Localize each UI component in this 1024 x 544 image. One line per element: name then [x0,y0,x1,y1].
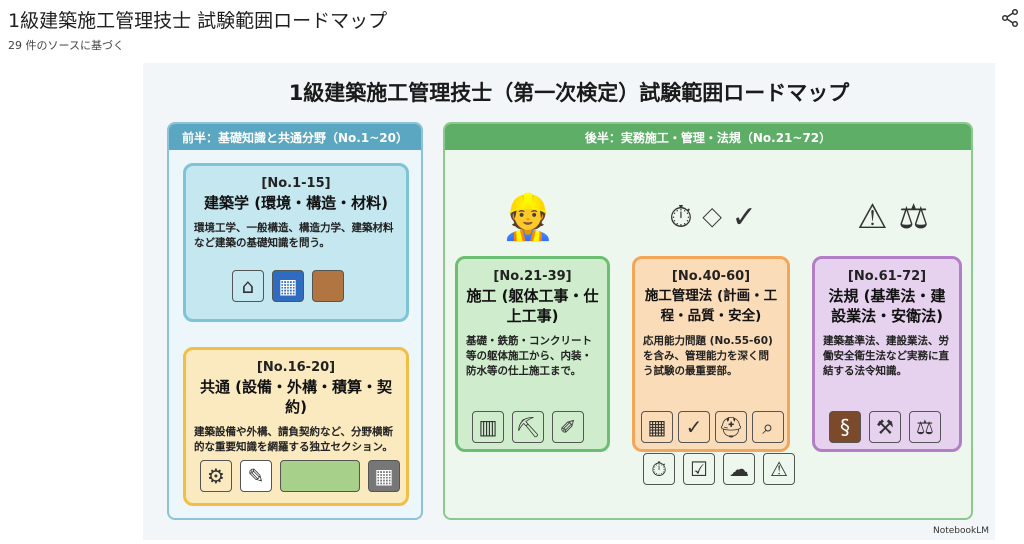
card-no16-20: [No.16-20] 共通 (設備・外構・積算・契約) 建築設備や外構、請負契約… [183,347,409,506]
card-no61-72: [No.61-72] 法規 (基準法・建設業法・安衛法) 建築基準法、建設業法、… [812,256,962,452]
flowchart-icon: ⏱ ⬦ ✓ [669,199,757,235]
card-heading: 施工管理法 (計画・工程・品質・安全) [644,288,778,324]
card-number: [No.40-60] [671,269,751,284]
source-count: 29 件のソースに基づく [8,39,124,52]
quality-check-icon: ✓ [678,411,710,443]
gear-icon: ⚙ [200,460,232,492]
right-panel-header: 後半：実務施工・管理・法規（No.21~72） [445,124,971,150]
card-description: 応用能力問題 (No.55-60)を含み、管理能力を深く問う試験の最重要部。 [643,335,773,377]
card-heading: 施工 (躯体工事・仕上工事) [466,287,599,325]
card-no40-60: [No.40-60] 施工管理法 (計画・工程・品質・安全) 応用能力問題 (N… [632,256,790,452]
card-number: [No.16-20] [256,360,336,375]
card-number: [No.61-72] [847,269,927,284]
checklist-icon: ☑ [683,453,715,485]
magnifier-icon: ⌕ [752,411,784,443]
construction-workers-icon: 👷 [500,192,556,243]
blueprint-icon: ▦ [272,270,304,302]
brain-icon: ☁ [723,453,755,485]
infographic-image: 1級建築施工管理技士（第一次検定）試験範囲ロードマップ 前半：基礎知識と共通分野… [143,63,995,540]
warning-document-icon: ⚠ [763,453,795,485]
paint-tools-icon: ✐ [552,411,584,443]
left-panel-header: 前半：基礎知識と共通分野（No.1~20） [169,124,421,150]
page-title: 1級建築施工管理技士 試験範囲ロードマップ [8,10,388,32]
material-icon [312,270,344,302]
card-heading: 建築学 (環境・構造・材料) [204,194,388,212]
card-heading: 共通 (設備・外構・積算・契約) [199,378,393,416]
law-gavel-scale-icon: ⚠ ⚖ [857,197,929,237]
pipe-landscape-icon [280,460,360,492]
card-description: 建築設備や外構、請負契約など、分野横断的な重要知識を網羅する独立セクション。 [194,426,393,453]
hardhat-icon: ⛑ [715,411,747,443]
law-book-icon: § [829,411,861,443]
calculator-icon: ▦ [368,460,400,492]
card-description: 環境工学、一般構造、構造力学、建築材料など建築の基礎知識を問う。 [194,222,394,249]
gavel-icon: ⚒ [869,411,901,443]
concrete-pour-icon: ⛏ [512,411,544,443]
notebooklm-watermark: NotebookLM [932,526,989,536]
card-description: 基礎・鉄筋・コンクリート等の躯体施工から、内装・防水等の仕上施工まで。 [466,335,592,377]
card-description: 建築基準法、建設業法、労働安全衛生法など実務に直結する法令知識。 [823,335,949,377]
contract-icon: ✎ [240,460,272,492]
card-number: [No.1-15] [261,176,331,191]
rebar-icon: ▥ [472,411,504,443]
card-heading: 法規 (基準法・建設業法・安衛法) [828,287,946,325]
share-icon[interactable] [1000,8,1020,28]
card-no1-15: [No.1-15] 建築学 (環境・構造・材料) 環境工学、一般構造、構造力学、… [183,163,409,322]
card-number: [No.21-39] [493,269,572,284]
infographic-title: 1級建築施工管理技士（第一次検定）試験範囲ロードマップ [288,81,850,105]
house-icon: ⌂ [232,270,264,302]
stopwatch-icon: ⏱ [643,453,675,485]
calendar-icon: ▦ [641,411,673,443]
card-no21-39: [No.21-39] 施工 (躯体工事・仕上工事) 基礎・鉄筋・コンクリート等の… [455,256,610,452]
scale-icon: ⚖ [909,411,941,443]
